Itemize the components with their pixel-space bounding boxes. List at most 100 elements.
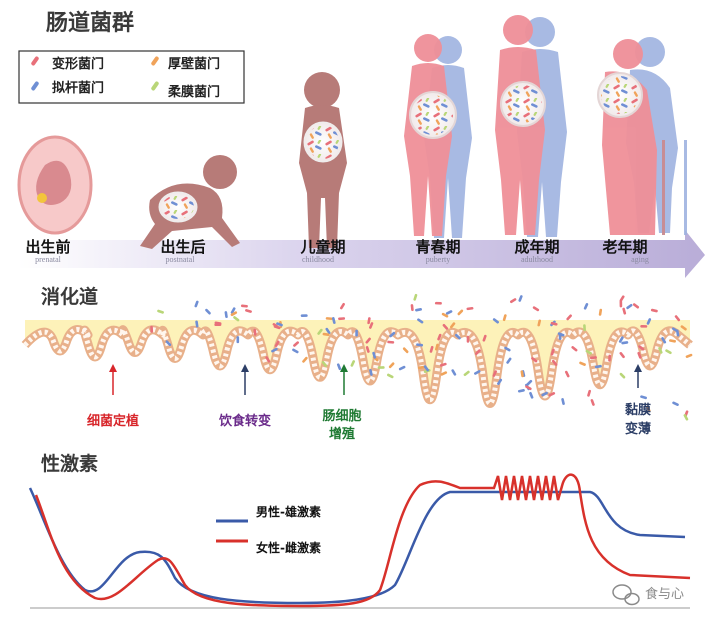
bacterium-mark — [321, 360, 328, 368]
bacterium-mark — [410, 304, 414, 312]
bacterium-mark — [265, 356, 271, 363]
bacterium-mark — [435, 343, 439, 351]
bacterium-mark — [253, 328, 257, 336]
bacterium-mark — [466, 335, 470, 343]
bacterium-mark — [504, 346, 511, 352]
bacterium-mark — [579, 361, 586, 366]
bacterium-mark — [550, 348, 555, 356]
bacterium-mark — [417, 318, 424, 324]
bacterium-mark — [165, 340, 172, 347]
stage-sub-childhood: childhood — [302, 255, 334, 264]
bacterium-mark — [372, 351, 377, 359]
bacterium-mark — [619, 372, 626, 379]
annotation-enterocyte-proliferation: 肠细胞 增殖 — [322, 364, 362, 442]
timeline-arrow — [18, 230, 705, 278]
bacterium-mark — [387, 373, 394, 379]
bacterium-mark — [587, 389, 591, 397]
bacterium-mark — [293, 341, 299, 347]
stage-sub-aging: aging — [631, 255, 649, 264]
bacterium-mark — [205, 308, 211, 315]
bacterium-mark — [685, 353, 693, 358]
bacterium-mark — [621, 341, 629, 345]
bacterium-mark — [157, 309, 164, 314]
bacterium-mark — [671, 327, 679, 333]
bacterium-mark — [449, 322, 456, 329]
bacterium-mark — [339, 302, 345, 310]
bacterium-mark — [646, 318, 652, 325]
stage-labels: 出生前 prenatal 出生后 postnatal 儿童期 childhood… — [25, 238, 648, 264]
bacterium-mark — [531, 357, 538, 363]
bacterium-mark — [551, 359, 558, 366]
male-androgen-curve — [28, 487, 686, 605]
bacterium-mark — [457, 309, 464, 316]
bacterium-mark — [618, 336, 624, 343]
bacterium-mark — [608, 354, 612, 362]
bacterium-mark — [292, 348, 299, 354]
bacterium-mark — [331, 317, 336, 324]
section3-title: 性激素 — [41, 452, 98, 475]
bacterium-mark — [325, 317, 333, 321]
svg-text:食与心: 食与心 — [645, 586, 684, 602]
bacterium-mark — [388, 362, 395, 369]
bacterium-mark — [564, 370, 570, 378]
bacterium-mark — [632, 303, 640, 309]
bacterium-mark — [492, 370, 497, 377]
female-estrogen-curve — [34, 473, 691, 608]
bacterium-mark — [646, 405, 651, 413]
bacterium-mark — [590, 399, 595, 406]
pill-red-icon — [31, 56, 39, 66]
section1-title: 肠道菌群 — [46, 10, 134, 36]
bacterium-mark — [583, 324, 586, 332]
bacterium-mark — [434, 301, 442, 305]
bacterium-mark — [674, 315, 681, 322]
bacterium-mark — [355, 329, 358, 337]
female-legend-label: 女性-雌激素 — [256, 540, 321, 555]
svg-text:细菌定植: 细菌定植 — [87, 413, 139, 429]
bacterium-mark — [650, 308, 658, 313]
bacterium-mark — [463, 370, 470, 377]
svg-text:增殖: 增殖 — [329, 426, 355, 442]
bacterium-mark — [214, 321, 222, 325]
bacterium-mark — [541, 391, 548, 397]
bacterium-mark — [665, 349, 672, 355]
bacterium-mark — [369, 322, 374, 329]
bacterium-mark — [517, 389, 525, 393]
child-figure — [299, 72, 347, 248]
bacterium-mark — [520, 370, 524, 378]
bacterium-mark — [389, 331, 396, 338]
bacterium-mark — [377, 366, 385, 369]
bacterium-mark — [492, 318, 499, 324]
bacterium-mark — [245, 309, 252, 313]
legend-item-proteobacteria: 变形菌门 — [31, 56, 104, 72]
bacterium-mark — [537, 319, 542, 327]
bacterium-mark — [598, 308, 603, 316]
legend-item-tenericutes: 柔膜菌门 — [151, 81, 220, 100]
bacterium-mark — [317, 328, 323, 335]
bacterium-mark — [230, 311, 238, 317]
elderly-figures — [597, 37, 687, 235]
bacterium-mark — [640, 395, 647, 400]
stage-label-postnatal: 出生后 — [160, 238, 205, 256]
bacterium-mark — [619, 300, 623, 308]
bacterium-mark — [474, 349, 481, 355]
bacterium-mark — [526, 379, 533, 386]
baby-figure — [140, 155, 240, 249]
bacterium-mark — [440, 371, 448, 376]
pill-blue-icon — [31, 81, 39, 91]
bacterium-mark — [350, 360, 356, 367]
bacterium-mark — [622, 307, 627, 315]
svg-text:饮食转变: 饮食转变 — [218, 413, 271, 429]
svg-text:拟杆菌门: 拟杆菌门 — [52, 80, 104, 96]
bacterium-mark — [437, 333, 442, 341]
bacterium-mark — [482, 334, 487, 342]
bacterium-mark — [455, 333, 461, 340]
bacterium-mark — [194, 300, 199, 308]
bacterium-mark — [365, 346, 370, 353]
pill-green-icon — [151, 81, 159, 91]
bacterium-mark — [441, 312, 449, 318]
bacterium-mark — [429, 345, 434, 353]
bacterium-mark — [276, 322, 283, 327]
bacterium-mark — [658, 347, 663, 354]
legend-item-bacteroidetes: 拟杆菌门 — [31, 80, 104, 96]
